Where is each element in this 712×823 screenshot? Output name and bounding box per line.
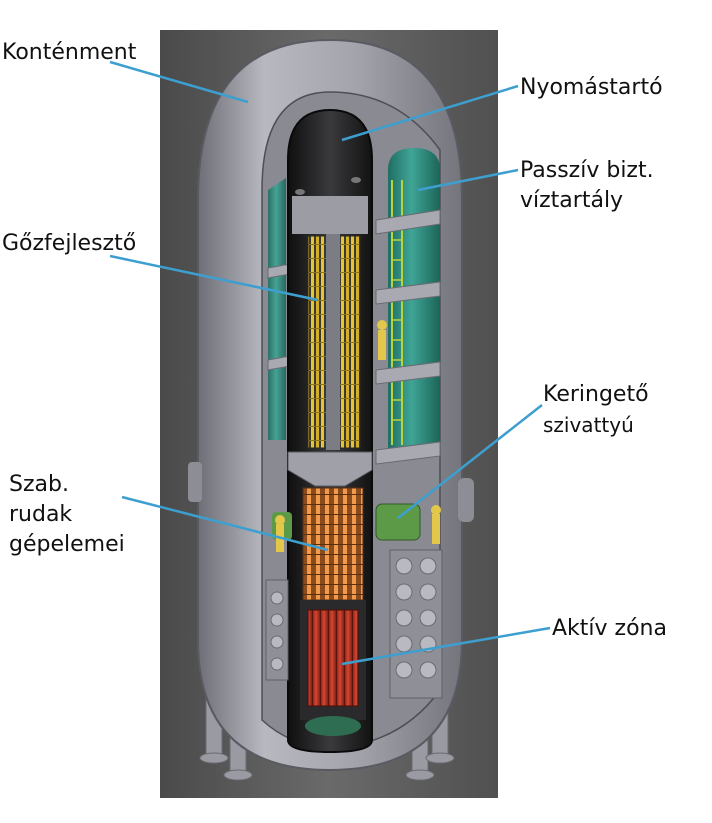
label-text: Gőzfejlesztő xyxy=(2,231,137,256)
containment-nozzle-right xyxy=(458,478,474,522)
leader-lines xyxy=(109,60,551,666)
label-text: Szab. xyxy=(9,472,69,497)
label-text: rudak xyxy=(9,502,73,527)
coolant-pump xyxy=(375,503,421,541)
label-keringeto-szivattyu: Keringető szivattyú xyxy=(543,380,649,440)
leader-keringeto xyxy=(397,404,543,519)
label-text: Passzív bizt. xyxy=(520,158,654,183)
leader-passziv xyxy=(417,168,519,192)
leader-aktiv xyxy=(341,626,551,666)
label-text: Keringető xyxy=(543,382,649,407)
label-aktiv-zona: Aktív zóna xyxy=(552,614,667,644)
leader-nyomastarto xyxy=(341,84,519,142)
label-text: gépelemei xyxy=(9,532,125,557)
reactor-core xyxy=(307,609,359,707)
label-gozfejleszto: Gőzfejlesztő xyxy=(2,229,136,259)
label-passziv-viztartaly: Passzív bizt. víztartály xyxy=(520,156,654,216)
label-konténment: Konténment xyxy=(2,38,136,68)
leader-szab xyxy=(121,495,329,552)
label-szab-rudak-gepelemei: Szab. rudak gépelemei xyxy=(9,470,125,560)
upper-internals-flange xyxy=(292,196,368,234)
vessel-top-nut xyxy=(295,189,305,195)
label-text: Konténment xyxy=(2,40,137,65)
label-text: Aktív zóna xyxy=(552,616,667,641)
vessel-mid-flange xyxy=(287,451,373,487)
vessel-top-nut xyxy=(351,177,361,183)
storage-racks xyxy=(265,549,443,699)
label-text: szivattyú xyxy=(543,413,634,437)
leader-kontenment xyxy=(109,60,249,104)
label-nyomastarto: Nyomástartó xyxy=(520,73,663,103)
label-text: víztartály xyxy=(520,188,624,213)
control-rod-drives xyxy=(302,487,364,601)
containment-nozzle-left xyxy=(188,462,202,502)
leader-gozfejleszto xyxy=(109,254,319,302)
steam-generator-riser xyxy=(326,234,340,450)
floor-plates xyxy=(267,209,441,465)
label-text: Nyomástartó xyxy=(520,75,663,100)
lower-plenum xyxy=(305,716,361,736)
